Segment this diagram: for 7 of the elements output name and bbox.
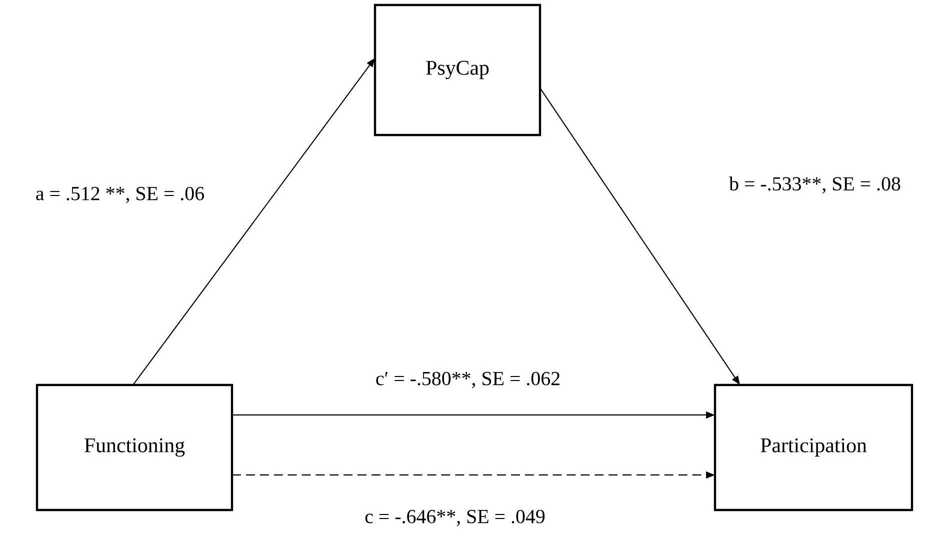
edge-label: c′ = -.580**, SE = .062: [374, 370, 562, 390]
variable-box: PsyCap: [374, 4, 542, 136]
variable-box: Functioning: [36, 384, 234, 512]
edge-label: b = -.533**, SE = .08: [728, 176, 902, 194]
edge-label: a = .512 **, SE = .06: [34, 186, 206, 204]
variable-box: Participation: [714, 384, 914, 512]
edge-label: c = -.646**, SE = .049: [364, 508, 546, 528]
